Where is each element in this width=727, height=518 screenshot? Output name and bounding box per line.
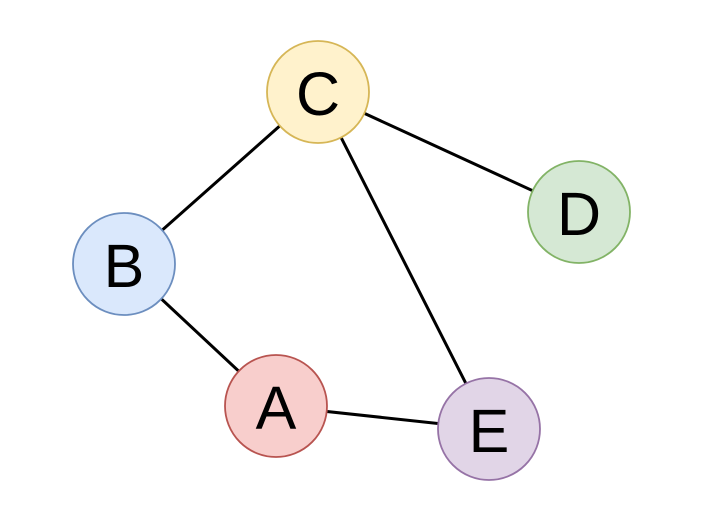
node-E-circle[interactable]	[437, 377, 541, 481]
node-D-label: D	[557, 180, 601, 248]
node-C-circle[interactable]	[266, 40, 370, 144]
node-B[interactable]: B	[72, 212, 176, 316]
node-E-label: E	[469, 397, 510, 465]
node-D-circle[interactable]	[527, 160, 631, 264]
node-C-label: C	[296, 60, 340, 128]
node-B-label: B	[104, 232, 145, 300]
node-E[interactable]: E	[437, 377, 541, 481]
node-A-label: A	[256, 374, 297, 442]
node-C[interactable]: C	[266, 40, 370, 144]
edge-C-E	[316, 90, 491, 431]
node-D[interactable]: D	[527, 160, 631, 264]
node-B-circle[interactable]	[72, 212, 176, 316]
node-A-circle[interactable]	[224, 354, 328, 458]
node-A[interactable]: A	[224, 354, 328, 458]
